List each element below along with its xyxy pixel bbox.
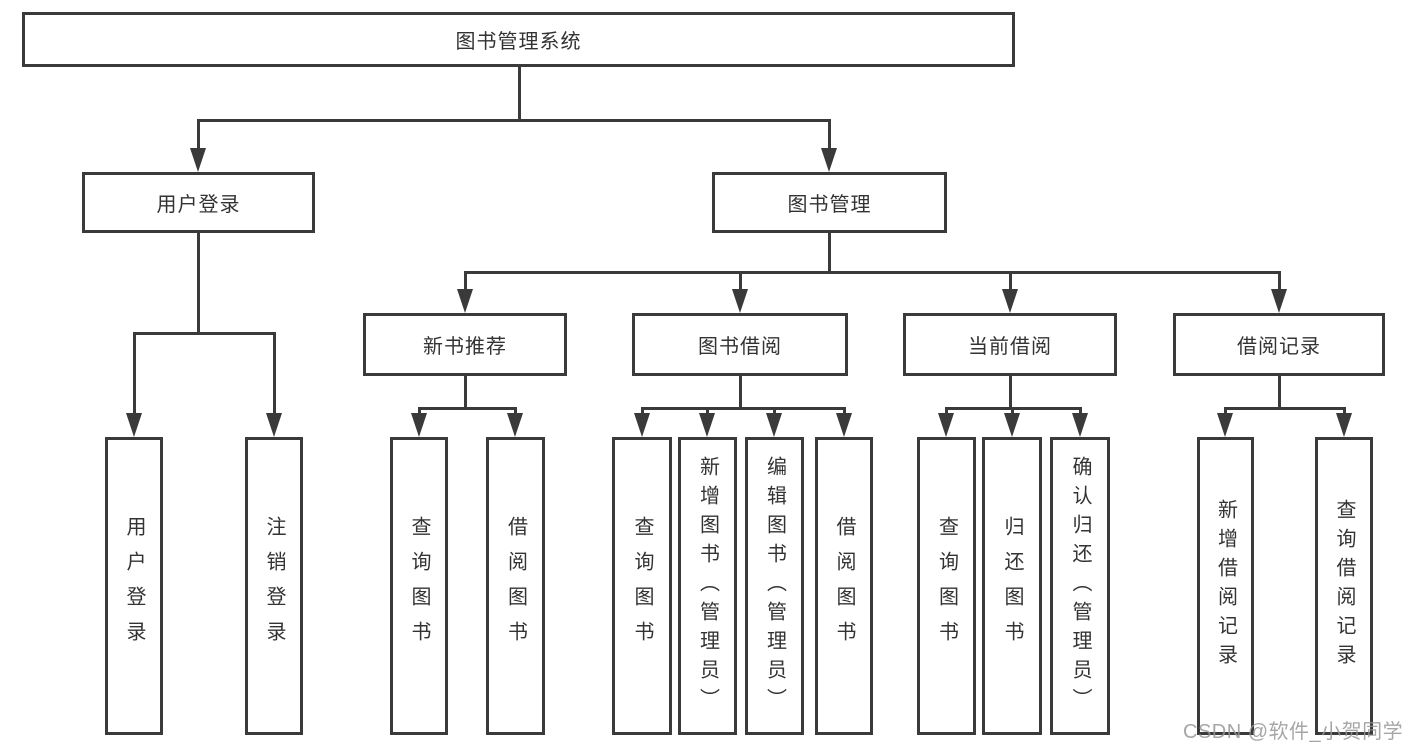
arrowhead-down-icon	[265, 413, 282, 437]
node-user-login-label: 用户登录	[156, 194, 241, 216]
leaf-borrow-book-1-label: 借阅图书	[504, 516, 527, 656]
leaf-query-book-1: 查询图书	[390, 437, 448, 735]
connector-line	[517, 67, 521, 120]
leaf-query-book-3-label: 查询图书	[935, 516, 958, 656]
connector-line	[513, 408, 517, 415]
node-root: 图书管理系统	[22, 12, 1015, 67]
leaf-add-borrow-record-label: 新增借阅记录	[1214, 499, 1237, 673]
leaf-query-book-2-label: 查询图书	[631, 516, 653, 656]
node-new-book-recommend-label: 新书推荐	[423, 336, 507, 358]
node-root-label: 图书管理系统	[455, 31, 582, 53]
node-borrow-records: 借阅记录	[1173, 313, 1385, 376]
node-user-login: 用户登录	[82, 172, 315, 233]
connector-line	[842, 408, 846, 415]
arrowhead-down-icon	[820, 148, 837, 172]
arrowhead-down-icon	[698, 413, 715, 437]
leaf-user-login-label: 用户登录	[123, 516, 145, 656]
connector-line	[944, 408, 948, 415]
arrowhead-down-icon	[731, 289, 748, 313]
connector-line	[272, 333, 276, 415]
arrowhead-down-icon	[506, 413, 523, 437]
leaf-return-book: 归还图书	[982, 437, 1042, 735]
leaf-logout: 注销登录	[245, 437, 303, 735]
leaf-query-book-1-label: 查询图书	[408, 516, 430, 656]
connector-line	[1223, 406, 1346, 410]
arrowhead-down-icon	[456, 289, 473, 313]
connector-line	[196, 118, 831, 122]
leaf-query-book-3: 查询图书	[917, 437, 976, 735]
connector-line	[772, 408, 776, 415]
arrowhead-down-icon	[125, 413, 142, 437]
connector-line	[1277, 374, 1281, 408]
leaf-user-login: 用户登录	[105, 437, 163, 735]
leaf-confirm-return-admin: 确认归还（管理员）	[1050, 437, 1110, 735]
leaf-edit-book-admin: 编辑图书（管理员）	[745, 437, 804, 735]
connector-line	[196, 120, 200, 150]
leaf-borrow-book-2-label: 借阅图书	[833, 516, 855, 656]
connector-line	[417, 406, 517, 410]
arrowhead-down-icon	[1216, 413, 1233, 437]
leaf-confirm-return-admin-label: 确认归还（管理员）	[1069, 455, 1091, 717]
leaf-borrow-book-1: 借阅图书	[486, 437, 545, 735]
arrowhead-down-icon	[1270, 289, 1287, 313]
connector-line	[640, 408, 644, 415]
connector-line	[705, 408, 709, 415]
connector-line	[944, 406, 1082, 410]
leaf-query-borrow-record: 查询借阅记录	[1315, 437, 1373, 735]
connector-line	[1008, 374, 1012, 408]
connector-line	[1342, 408, 1346, 415]
connector-line	[1010, 408, 1014, 415]
leaf-borrow-book-2: 借阅图书	[815, 437, 873, 735]
arrowhead-down-icon	[1001, 289, 1018, 313]
connector-line	[738, 272, 742, 291]
connector-line	[132, 333, 136, 415]
connector-line	[1223, 408, 1227, 415]
connector-line	[417, 408, 421, 415]
node-current-borrow-label: 当前借阅	[968, 336, 1052, 358]
leaf-query-book-2: 查询图书	[612, 437, 672, 735]
connector-line	[827, 120, 831, 150]
connector-line	[463, 374, 467, 408]
arrowhead-down-icon	[1335, 413, 1352, 437]
connector-line	[827, 231, 831, 272]
node-book-management-label: 图书管理	[787, 194, 872, 216]
connector-line	[1277, 272, 1281, 291]
node-current-borrow: 当前借阅	[903, 313, 1117, 376]
arrowhead-down-icon	[1071, 413, 1088, 437]
leaf-edit-book-admin-label: 编辑图书（管理员）	[763, 455, 786, 717]
connector-line	[1008, 272, 1012, 291]
leaf-logout-label: 注销登录	[263, 516, 285, 656]
connector-line	[738, 374, 742, 408]
connector-line	[196, 231, 200, 333]
arrowhead-down-icon	[189, 148, 206, 172]
arrowhead-down-icon	[633, 413, 650, 437]
leaf-query-borrow-record-label: 查询借阅记录	[1333, 499, 1355, 673]
leaf-return-book-label: 归还图书	[1001, 516, 1023, 656]
leaf-add-book-admin: 新增图书（管理员）	[678, 437, 737, 735]
arrowhead-down-icon	[835, 413, 852, 437]
connector-line	[463, 272, 467, 291]
node-book-borrow-label: 图书借阅	[698, 336, 782, 358]
node-new-book-recommend: 新书推荐	[363, 313, 567, 376]
connector-line	[463, 270, 1281, 274]
node-book-management: 图书管理	[712, 172, 947, 233]
connector-line	[132, 331, 276, 335]
node-borrow-records-label: 借阅记录	[1237, 336, 1321, 358]
connector-line	[1078, 408, 1082, 415]
leaf-add-book-admin-label: 新增图书（管理员）	[696, 455, 719, 717]
csdn-watermark: CSDN @软件_小贺同学	[1183, 721, 1404, 743]
leaf-add-borrow-record: 新增借阅记录	[1197, 437, 1254, 735]
node-book-borrow: 图书借阅	[632, 313, 848, 376]
arrowhead-down-icon	[1003, 413, 1020, 437]
connector-line	[640, 406, 846, 410]
arrowhead-down-icon	[937, 413, 954, 437]
arrowhead-down-icon	[765, 413, 782, 437]
arrowhead-down-icon	[410, 413, 427, 437]
